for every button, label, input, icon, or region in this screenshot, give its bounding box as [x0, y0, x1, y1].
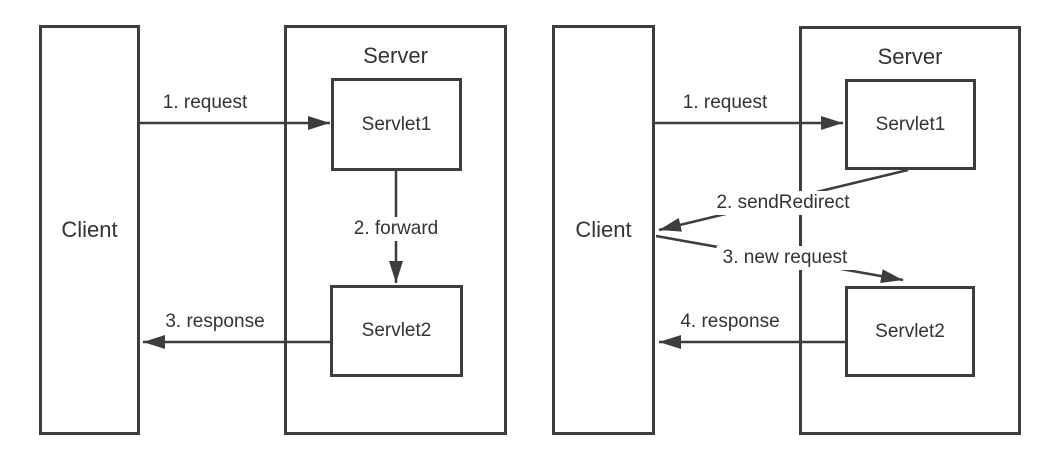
redirect-response-label: 4. response	[680, 311, 780, 332]
redirect-sendredirect-label: 2. sendRedirect	[710, 191, 856, 215]
redirect-request-label: 1. request	[682, 92, 768, 113]
forward-servlet1-label: Servlet1	[361, 113, 432, 135]
redirect-client-label: Client	[575, 217, 632, 242]
forward-client-box: Client	[39, 25, 140, 435]
redirect-servlet2-label: Servlet2	[875, 320, 945, 342]
forward-client-label: Client	[61, 217, 118, 242]
forward-servlet1-box: Servlet1	[331, 78, 462, 171]
redirect-client-box: Client	[552, 25, 655, 435]
forward-response-label: 3. response	[165, 311, 265, 332]
redirect-servlet1-box: Servlet1	[845, 79, 976, 170]
forward-forward-label: 2. forward	[347, 217, 445, 241]
forward-request-label: 1. request	[162, 92, 248, 113]
redirect-servlet1-label: Servlet1	[875, 113, 946, 135]
forward-server-label: Server	[363, 43, 428, 68]
redirect-newrequest-label: 3. new request	[716, 246, 854, 270]
forward-servlet2-box: Servlet2	[330, 285, 463, 377]
redirect-servlet2-box: Servlet2	[845, 286, 975, 377]
redirect-server-label: Server	[877, 44, 943, 69]
forward-servlet2-label: Servlet2	[361, 320, 432, 341]
